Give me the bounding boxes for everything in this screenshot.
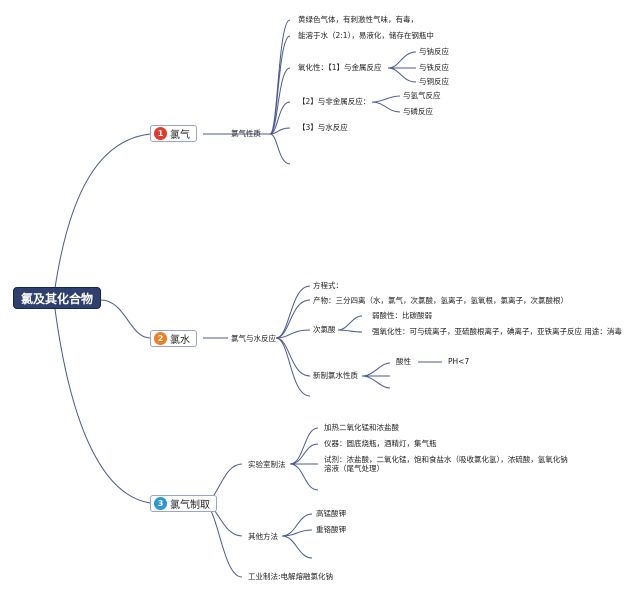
- node-text[interactable]: 与铜反应: [419, 77, 449, 86]
- topic-lab-method[interactable]: 实验室制法: [248, 460, 286, 469]
- node-text[interactable]: 重铬酸钾: [316, 525, 346, 534]
- number-badge: 2: [154, 332, 167, 345]
- node-text[interactable]: 方程式：: [313, 281, 343, 290]
- node-text[interactable]: 产物：三分四离（水，氯气，次氯酸，氢离子，氢氧根，氯离子，次氯酸根）: [313, 296, 568, 305]
- branch-chlorine-water[interactable]: 2 氯水: [150, 330, 197, 347]
- branch-label: 氯水: [170, 335, 190, 346]
- node-text[interactable]: 与钠反应: [419, 47, 449, 56]
- node-text[interactable]: 新制氯水性质: [313, 371, 358, 380]
- node-text[interactable]: 【3】与水反应: [298, 123, 348, 132]
- branch-chlorine[interactable]: 1 氯气: [150, 125, 197, 142]
- node-text[interactable]: 氧化性：【1】与金属反应: [298, 63, 382, 72]
- node-text[interactable]: 高锰酸钾: [316, 509, 346, 518]
- node-text[interactable]: 与磷反应: [403, 107, 433, 116]
- root-node[interactable]: 氯及其化合物: [13, 287, 101, 309]
- number-badge: 3: [154, 497, 167, 510]
- node-text[interactable]: 加热二氧化锰和浓盐酸: [324, 423, 399, 432]
- node-text[interactable]: 仪器：圆底烧瓶，酒精灯，集气瓶: [324, 439, 437, 448]
- branch-label: 氯气: [170, 130, 190, 141]
- topic-chlorine-water-reaction[interactable]: 氯气与水反应: [231, 334, 276, 343]
- branch-label: 氯气制取: [170, 500, 210, 511]
- topic-other-methods[interactable]: 其他方法: [248, 532, 278, 541]
- node-text[interactable]: 试剂：浓盐酸，二氧化锰，饱和食盐水（吸收氯化氢），浓硫酸，氢氧化钠溶液（尾气处理…: [324, 455, 568, 473]
- node-text[interactable]: 能溶于水（2:1），易液化，储存在钢瓶中: [298, 31, 434, 40]
- node-text[interactable]: 【2】与非金属反应：: [298, 97, 371, 106]
- node-text[interactable]: 酸性: [396, 357, 411, 366]
- topic-chlorine-properties[interactable]: 氯气性质: [231, 129, 261, 138]
- node-text[interactable]: 与铁反应: [419, 63, 449, 72]
- node-text[interactable]: 次氯酸: [313, 325, 336, 334]
- topic-industrial-method[interactable]: 工业制法:电解熔融氯化钠: [248, 572, 334, 581]
- node-text[interactable]: 黄绿色气体，有刺激性气味，有毒，: [298, 15, 418, 24]
- node-text[interactable]: 与氢气反应: [403, 91, 441, 100]
- node-text[interactable]: PH<7: [448, 357, 470, 366]
- node-text[interactable]: 弱酸性：比碳酸弱: [372, 311, 432, 320]
- number-badge: 1: [154, 127, 167, 140]
- branch-chlorine-preparation[interactable]: 3 氯气制取: [150, 495, 217, 512]
- node-text[interactable]: 强氧化性：可与硫离子，亚硫酸根离子，碘离子，亚铁离子反应 用途：消毒: [372, 327, 622, 336]
